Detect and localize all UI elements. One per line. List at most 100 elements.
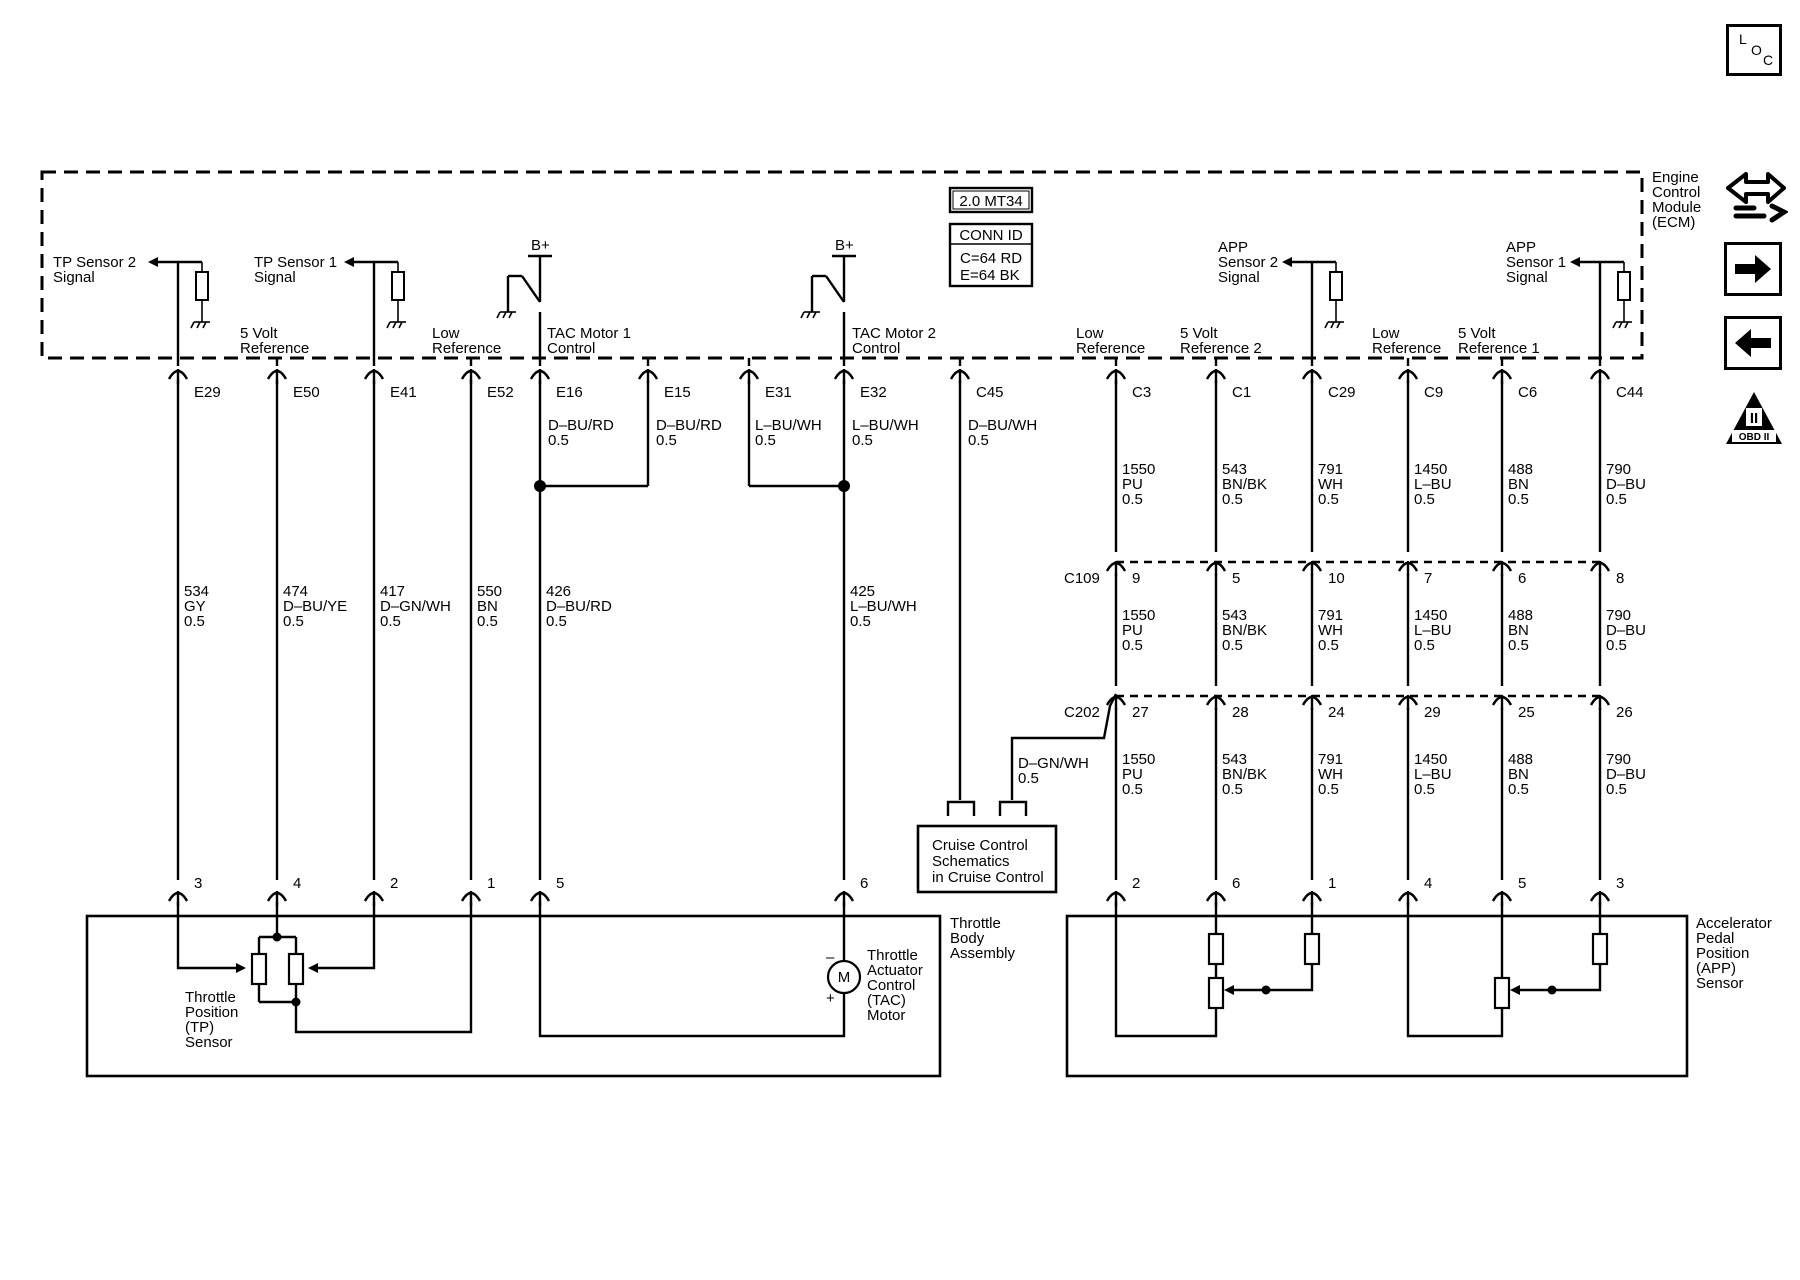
c109-pin-label: 6 <box>1518 570 1526 587</box>
obd-ii-icon[interactable]: II OBD II <box>1724 390 1784 446</box>
svg-text:B+: B+ <box>835 237 854 254</box>
svg-text:L–BU/WH0.5: L–BU/WH0.5 <box>755 417 822 449</box>
conn-id-box: CONN ID C=64 RD E=64 BK <box>948 222 1034 288</box>
right-arrow-icon[interactable] <box>1724 242 1782 296</box>
svg-text:D–BU/RD0.5: D–BU/RD0.5 <box>656 417 722 449</box>
ecm-pin-label: C45 <box>976 384 1004 401</box>
svg-text:L–BU/WH0.5: L–BU/WH0.5 <box>852 417 919 449</box>
svg-text:–: – <box>826 949 835 966</box>
svg-text:C202: C202 <box>1064 704 1100 721</box>
svg-text:Cruise Control Schematic: Cruise Control Schematics in Cruise Cont… <box>932 837 1044 886</box>
svg-text:B+: B+ <box>531 237 550 254</box>
app-sensor-title: Accelerator Pedal Position (APP) Sensor <box>1696 915 1776 992</box>
throttle-body-pin-label: 2 <box>390 875 398 892</box>
c202-pin-label: 26 <box>1616 704 1633 721</box>
cruise-control-reference[interactable]: Cruise Control Schematics in Cruise Cont… <box>916 800 1058 894</box>
app2-input-circuit <box>1282 257 1344 358</box>
c202-pin <box>1589 695 1611 710</box>
ecm-pin-label: C3 <box>1132 384 1151 401</box>
svg-text:D–BU/RD0.5: D–BU/RD0.5 <box>548 417 614 449</box>
app-sensor-pin-label: 5 <box>1518 875 1526 892</box>
engine-option-box: 2.0 MT34 <box>948 186 1034 214</box>
c202-pin <box>1397 695 1419 710</box>
c202-pin <box>1491 695 1513 710</box>
c202-pin-label: 24 <box>1328 704 1345 721</box>
ecm-pin-label: C44 <box>1616 384 1644 401</box>
c202-pin-label: 27 <box>1132 704 1149 721</box>
c109-pin-label: 5 <box>1232 570 1240 587</box>
throttle-body-pin <box>529 891 551 906</box>
tac-motor-symbol <box>826 959 862 995</box>
app-sensor-pin <box>1491 891 1513 906</box>
throttle-body-pin <box>266 891 288 906</box>
location-icon[interactable]: L O C <box>1726 24 1782 76</box>
c109-pin-label: 8 <box>1616 570 1624 587</box>
throttle-body-pin <box>363 891 385 906</box>
ecm-pin-label: C1 <box>1232 384 1251 401</box>
throttle-body-pin <box>460 891 482 906</box>
tp1-input-circuit <box>344 257 406 358</box>
svg-text:E=64 BK: E=64 BK <box>960 267 1020 284</box>
c109-pin <box>1589 561 1611 576</box>
app-sensor-pin-label: 2 <box>1132 875 1140 892</box>
c202-pin-label: 29 <box>1424 704 1441 721</box>
tac-motor-label: Throttle Actuator Control (TAC) Motor <box>867 947 927 1024</box>
ecm-pin-label: E31 <box>765 384 792 401</box>
app-sensor-pin <box>1589 891 1611 906</box>
ecm-pin-label: E29 <box>194 384 221 401</box>
ecm-pin-label: C29 <box>1328 384 1356 401</box>
tp-sensor-label: Throttle Position (TP) Sensor <box>185 989 243 1051</box>
c109-pin <box>1205 561 1227 576</box>
app-sensor-pin-label: 1 <box>1328 875 1336 892</box>
ecm-pin-label: E32 <box>860 384 887 401</box>
inline-connector-c109: C109 <box>1064 560 1600 587</box>
svg-text:C109: C109 <box>1064 570 1100 587</box>
left-arrow-icon[interactable] <box>1724 316 1782 370</box>
svg-text:II: II <box>1750 410 1758 427</box>
app-sensor-pin <box>1105 891 1127 906</box>
svg-text:OBD II: OBD II <box>1739 432 1770 443</box>
tac1-driver-switch: B+ <box>496 237 552 358</box>
inline-connector-c202: C202 <box>1064 694 1600 721</box>
app-sensor-pin-label: 6 <box>1232 875 1240 892</box>
c202-pin <box>1205 695 1227 710</box>
app-sensor-pin <box>1397 891 1419 906</box>
svg-text:D–BU/WH0.5: D–BU/WH0.5 <box>968 417 1037 449</box>
app-sensor-pin-label: 4 <box>1424 875 1432 892</box>
app-sensor: Accelerator Pedal Position (APP) Sensor <box>1065 902 1776 1078</box>
app-sensor-pin <box>1205 891 1227 906</box>
ecm-pin-label: E50 <box>293 384 320 401</box>
c202-pin-label: 28 <box>1232 704 1249 721</box>
svg-text:D–GN/WH0.5: D–GN/WH0.5 <box>1018 755 1089 787</box>
svg-text:C=64 RD: C=64 RD <box>960 250 1022 267</box>
c202-pin <box>1301 695 1323 710</box>
ecm-pin-label: C6 <box>1518 384 1537 401</box>
return-arrow-icon[interactable] <box>1724 164 1789 230</box>
